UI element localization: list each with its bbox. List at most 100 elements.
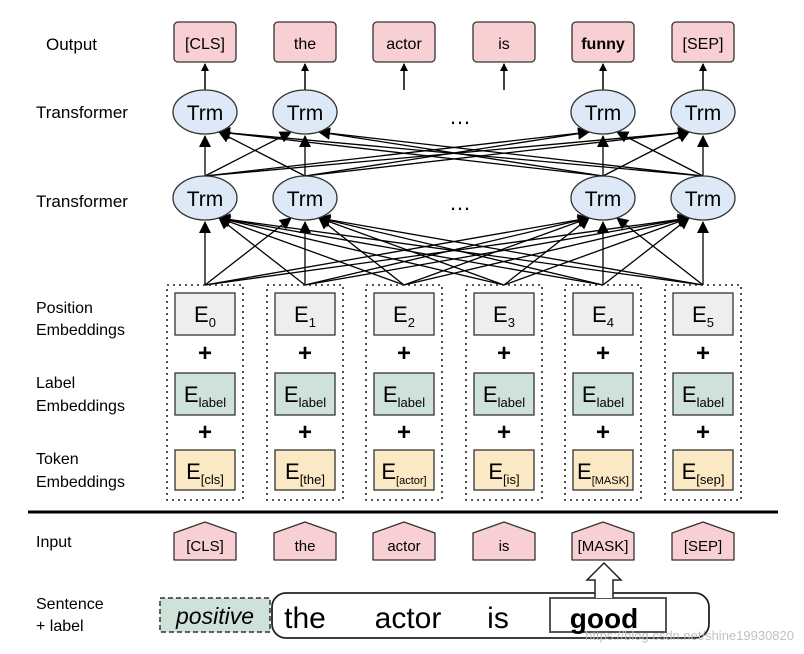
label-embedding-box bbox=[274, 372, 336, 416]
embedding-connection-arrow bbox=[304, 214, 590, 286]
trm-label: Trm bbox=[685, 102, 722, 125]
token-embedding-text: E[cls] bbox=[186, 459, 224, 487]
position-embedding-base: E bbox=[294, 302, 309, 327]
input-token-text: [MASK] bbox=[578, 538, 629, 555]
output-token-box bbox=[472, 21, 536, 63]
input-token-box bbox=[671, 521, 735, 561]
output-token-text: the bbox=[294, 36, 316, 53]
trm-node-bottom bbox=[570, 175, 636, 221]
sentence-word-2: actor bbox=[375, 602, 442, 635]
trm-label: Trm bbox=[287, 188, 324, 211]
embedding-connection-arrow bbox=[503, 217, 590, 286]
row-label-label-1: Label bbox=[36, 375, 75, 392]
trm-connection-arrow bbox=[204, 131, 292, 177]
label-embedding-text: Elabel bbox=[184, 382, 226, 410]
embedding-connection-arrow bbox=[204, 217, 292, 286]
embedding-connection-arrow bbox=[602, 217, 690, 286]
plus-sign: + bbox=[596, 340, 610, 367]
trm-node-top bbox=[172, 89, 238, 135]
label-embedding-base: E bbox=[483, 382, 498, 407]
token-embedding-subscript: [sep] bbox=[696, 472, 724, 487]
position-embedding-base: E bbox=[592, 302, 607, 327]
position-embedding-subscript: 3 bbox=[508, 315, 515, 330]
row-label-sentence-1: Sentence bbox=[36, 596, 104, 613]
label-embedding-box bbox=[174, 372, 236, 416]
row-label-position-1: Position bbox=[36, 300, 93, 317]
row-label-transformer-bottom: Transformer bbox=[36, 192, 128, 211]
label-embedding-subscript: label bbox=[398, 395, 426, 410]
embedding-group-box bbox=[166, 284, 244, 501]
label-embedding-subscript: label bbox=[199, 395, 227, 410]
attention-arrows bbox=[199, 127, 709, 286]
token-embedding-text: E[is] bbox=[488, 459, 519, 487]
trm-label: Trm bbox=[585, 102, 622, 125]
watermark: https://blog.csdn.net/shine19930820 bbox=[585, 628, 794, 643]
plus-sign: + bbox=[497, 419, 511, 446]
row-label-token-1: Token bbox=[36, 451, 79, 468]
row-label-sentence-2: + label bbox=[36, 618, 84, 635]
trm-node-top bbox=[272, 89, 338, 135]
trm-label: Trm bbox=[685, 188, 722, 211]
position-embedding-subscript: 2 bbox=[408, 315, 415, 330]
token-embedding-box bbox=[473, 449, 535, 491]
input-token-text: [SEP] bbox=[684, 538, 722, 555]
output-token-box bbox=[173, 21, 237, 63]
token-embedding-base: E bbox=[577, 459, 592, 484]
token-embedding-box bbox=[672, 449, 734, 491]
label-embedding-base: E bbox=[582, 382, 597, 407]
sentence-word-3: is bbox=[487, 602, 509, 635]
plus-sign: + bbox=[497, 340, 511, 367]
embedding-group-box bbox=[664, 284, 742, 501]
position-embedding-text: E5 bbox=[692, 302, 714, 330]
output-token-box bbox=[273, 21, 337, 63]
masked-word-box bbox=[549, 597, 667, 633]
label-embedding-base: E bbox=[284, 382, 299, 407]
output-token-box bbox=[372, 21, 436, 63]
position-embedding-box bbox=[274, 292, 336, 336]
trm-connection-arrow bbox=[304, 127, 590, 177]
row-label-output: Output bbox=[46, 35, 97, 54]
token-embedding-base: E bbox=[285, 459, 300, 484]
trm-connection-arrow bbox=[204, 127, 590, 177]
label-embedding-subscript: label bbox=[299, 395, 327, 410]
position-embedding-box bbox=[672, 292, 734, 336]
token-embedding-text: E[the] bbox=[285, 459, 325, 487]
token-embedding-base: E bbox=[381, 459, 396, 484]
position-embedding-base: E bbox=[393, 302, 408, 327]
embedding-connection-arrow bbox=[218, 217, 306, 286]
embedding-connection-arrow bbox=[218, 214, 505, 286]
input-token-box bbox=[372, 521, 436, 561]
input-token-text: is bbox=[499, 538, 510, 555]
embedding-group-box bbox=[465, 284, 543, 501]
plus-sign: + bbox=[198, 340, 212, 367]
ellipsis-bottom: … bbox=[449, 190, 471, 215]
label-tag-box bbox=[159, 597, 271, 633]
plus-sign: + bbox=[696, 340, 710, 367]
embedding-connection-arrow bbox=[318, 213, 704, 286]
trm-label: Trm bbox=[585, 188, 622, 211]
token-embedding-text: E[sep] bbox=[682, 459, 725, 487]
trm-label: Trm bbox=[187, 102, 224, 125]
token-embedding-text: E[actor] bbox=[381, 459, 426, 487]
position-embedding-base: E bbox=[194, 302, 209, 327]
label-embedding-box bbox=[572, 372, 634, 416]
embedding-connection-arrow bbox=[503, 216, 690, 286]
token-embedding-text: E[MASK] bbox=[577, 459, 629, 487]
token-embedding-subscript: [the] bbox=[300, 472, 325, 487]
plus-sign: + bbox=[397, 419, 411, 446]
label-embedding-text: Elabel bbox=[284, 382, 326, 410]
plus-sign: + bbox=[298, 419, 312, 446]
input-token-box bbox=[571, 521, 635, 561]
trm-connection-arrow bbox=[218, 127, 604, 177]
label-embedding-box bbox=[373, 372, 435, 416]
embedding-group-box bbox=[564, 284, 642, 501]
plus-sign: + bbox=[696, 419, 710, 446]
token-embedding-box bbox=[274, 449, 336, 491]
label-embedding-subscript: label bbox=[498, 395, 526, 410]
